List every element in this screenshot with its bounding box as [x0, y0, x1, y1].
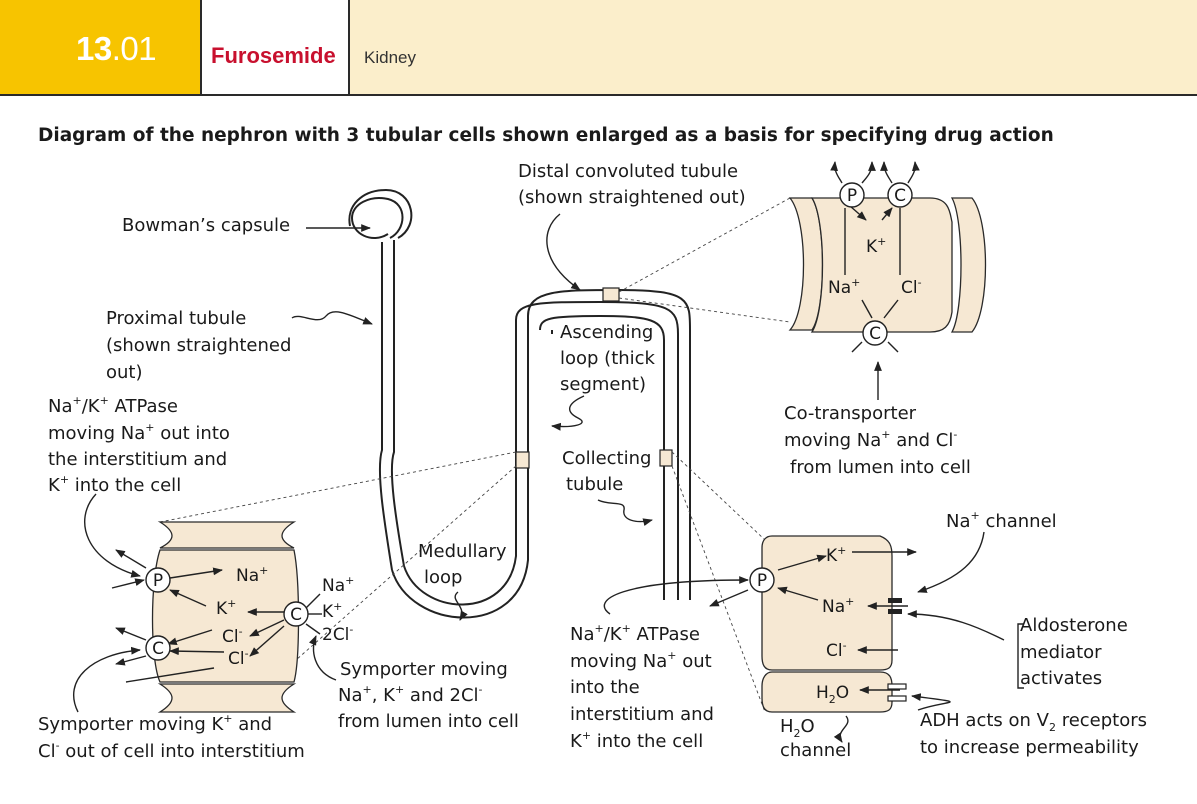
drug-name: Furosemide	[211, 43, 336, 68]
distal-cotransporter-label: C	[894, 186, 906, 206]
label-atpase-right-3: into the	[570, 677, 640, 698]
collecting-pump-circle	[749, 567, 775, 593]
ascending-cell-marker	[515, 451, 530, 469]
label-atpase-right-2: moving Na+ out	[570, 649, 712, 672]
label-atpase-left-2: moving Na+ out into	[48, 421, 230, 444]
section-number: 13.01	[76, 30, 157, 67]
diagram-title: Diagram of the nephron with 3 tubular ce…	[38, 125, 1054, 146]
label-h2o-channel-2: channel	[780, 740, 851, 761]
label-aldosterone-2: mediator	[1020, 642, 1102, 663]
distal-pump-circle	[839, 182, 865, 208]
distal-cell: P C C K+ Na+ Cl-	[788, 161, 987, 400]
svg-text:K+: K+	[826, 544, 846, 566]
svg-text:K+: K+	[322, 600, 342, 622]
ascending-pump-circle	[145, 567, 171, 593]
label-distal-1: Distal convoluted tubule	[518, 161, 738, 182]
nephron-tube	[348, 188, 691, 619]
label-adh-1: ADH acts on V2 receptors	[920, 710, 1147, 734]
section-number-box: 13.01	[0, 0, 202, 94]
label-cotransporter-1: Co-transporter	[784, 403, 917, 424]
ascending-nkcc-symporter	[283, 601, 309, 627]
distal-cotransporter-circle	[887, 182, 913, 208]
svg-text:Cl-: Cl-	[228, 647, 249, 669]
ascending-k-cl-symporter	[145, 635, 171, 661]
svg-text:H2O: H2O	[816, 683, 849, 706]
label-atpase-left-1: Na+/K+ ATPase	[48, 394, 178, 417]
distal-cell-marker	[602, 287, 620, 302]
label-ascending-1: Ascending	[560, 322, 653, 343]
distal-cl-ion: Cl-	[901, 276, 922, 298]
pointer-arrows	[73, 213, 1024, 743]
label-proximal-3: out)	[106, 362, 143, 383]
svg-text:C: C	[869, 324, 881, 344]
label-ascending-3: segment)	[560, 374, 646, 395]
label-na-channel: Na+ channel	[946, 509, 1057, 532]
svg-text:P: P	[757, 571, 767, 591]
distal-pump-label: P	[847, 186, 857, 206]
zoom-lines	[159, 197, 791, 713]
label-proximal-1: Proximal tubule	[106, 308, 246, 329]
distal-na-ion: Na+	[828, 276, 860, 298]
label-atpase-right-4: interstitium and	[570, 704, 714, 725]
label-cotransporter-2: moving Na+ and Cl-	[784, 428, 957, 451]
h2o-channel-shape	[887, 683, 907, 690]
medullary-loop	[391, 288, 691, 619]
label-h2o-channel-1: H2O	[780, 716, 815, 740]
distal-k-ion: K+	[866, 235, 886, 257]
svg-text:Cl-: Cl-	[222, 625, 243, 647]
proximal-tubule	[378, 242, 393, 571]
label-symporter-out-2: Cl- out of cell into interstitium	[38, 739, 305, 762]
ascending-limb-cell: P C C Na+ K+ Cl- Cl- Na+ K+ 2Cl-	[111, 521, 354, 713]
svg-text:Na+: Na+	[236, 564, 268, 586]
label-atpase-left-4: K+ into the cell	[48, 473, 181, 496]
svg-text:P: P	[153, 571, 163, 591]
label-bowmans-capsule: Bowman’s capsule	[122, 215, 290, 236]
svg-text:K+: K+	[216, 597, 236, 619]
svg-text:C: C	[152, 639, 164, 659]
na-channel-shape	[888, 598, 902, 603]
label-distal-2: (shown straightened out)	[518, 187, 746, 208]
collecting-cell: P K+ Na+ Cl- H2O	[709, 535, 917, 713]
drug-name-box: Furosemide	[202, 0, 350, 94]
label-atpase-left-3: the interstitium and	[48, 449, 227, 470]
label-symporter-in-3: from lumen into cell	[338, 711, 519, 732]
label-symporter-out-1: Symporter moving K+ and	[38, 712, 272, 735]
label-aldosterone-1: Aldosterone	[1020, 615, 1128, 636]
label-collecting-1: Collecting	[562, 448, 651, 469]
svg-text:Cl-: Cl-	[826, 639, 847, 661]
svg-text:C: C	[290, 605, 302, 625]
label-medullary-1: Medullary	[418, 541, 507, 562]
label-proximal-2: (shown straightened	[106, 335, 291, 356]
label-symporter-in-2: Na+, K+ and 2Cl-	[338, 683, 483, 706]
collecting-cell-marker	[659, 449, 673, 467]
label-medullary-2: loop	[424, 567, 462, 588]
label-adh-2: to increase permeability	[920, 737, 1139, 758]
svg-text:Na+: Na+	[322, 574, 354, 596]
label-atpase-right-1: Na+/K+ ATPase	[570, 622, 700, 645]
label-ascending-2: loop (thick	[560, 348, 656, 369]
label-cotransporter-3: from lumen into cell	[790, 457, 971, 478]
bowmans-capsule	[350, 197, 404, 239]
header-band: 13.01 Furosemide Kidney	[0, 0, 1197, 96]
label-collecting-2: tubule	[566, 474, 623, 495]
label-aldosterone-3: activates	[1020, 668, 1102, 689]
label-atpase-right-5: K+ into the cell	[570, 729, 703, 752]
svg-text:Na+: Na+	[822, 595, 854, 617]
distal-lumen-cotransporter	[862, 320, 888, 346]
svg-text:2Cl-: 2Cl-	[322, 623, 353, 645]
organ-label: Kidney	[364, 48, 416, 67]
labels: Bowman’s capsule Proximal tubule (shown …	[38, 161, 1147, 762]
label-symporter-in-1: Symporter moving	[340, 659, 508, 680]
